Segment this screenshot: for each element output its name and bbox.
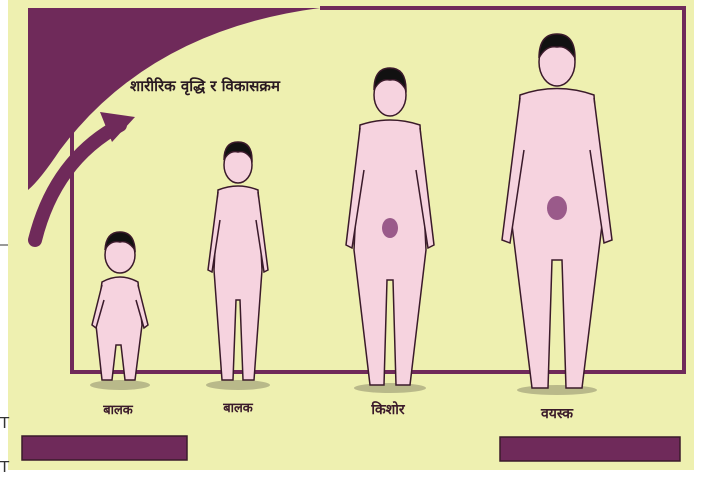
edge-mark-bottom: T bbox=[0, 458, 9, 476]
stage-label-toddler: बालक bbox=[103, 400, 133, 418]
stage-label-adolescent: किशोर bbox=[371, 400, 404, 419]
stage-label-adult: वयस्क bbox=[541, 404, 573, 423]
edge-mark-top: T bbox=[0, 414, 9, 432]
right-bar bbox=[500, 437, 680, 461]
left-bar bbox=[22, 436, 187, 460]
chart-title: शारीरिक वृद्धि र विकासक्रम bbox=[130, 76, 280, 96]
stage-label-boy: बालक bbox=[223, 398, 253, 416]
